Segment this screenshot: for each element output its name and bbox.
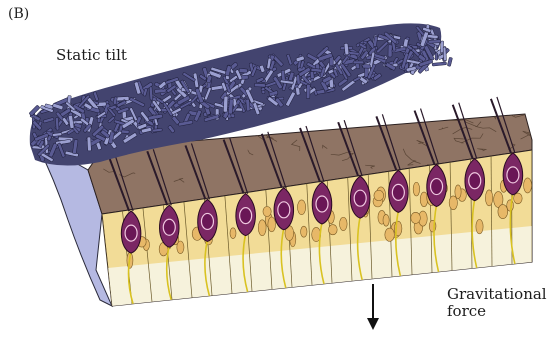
otoconium xyxy=(306,84,310,98)
force-label-line2: force xyxy=(447,303,547,320)
otoconium xyxy=(223,96,228,112)
otoconium xyxy=(254,83,265,87)
gel-crack xyxy=(293,115,312,122)
otoconium xyxy=(447,57,452,66)
force-label: Gravitational force xyxy=(447,286,547,320)
otoconium xyxy=(435,53,438,60)
otoconium xyxy=(310,71,314,79)
otoconium xyxy=(246,99,251,111)
supporting-cell-nucleus xyxy=(258,220,266,236)
otoconium xyxy=(429,40,441,44)
supporting-cell-nucleus xyxy=(374,190,384,201)
otoconium xyxy=(363,65,371,69)
supporting-cell-nucleus xyxy=(411,212,421,223)
state-label: Static tilt xyxy=(56,46,127,64)
supporting-cell-nucleus xyxy=(268,217,276,232)
supporting-cell-nucleus xyxy=(385,228,395,241)
hair-cell-nucleus xyxy=(201,213,213,229)
supporting-cell-nucleus xyxy=(455,185,461,199)
gel-crack xyxy=(371,108,383,113)
gel-crack xyxy=(269,126,280,132)
otoconium xyxy=(443,47,446,61)
hair-cell-nucleus xyxy=(316,196,328,212)
supporting-cell-nucleus xyxy=(485,190,492,206)
supporting-cell-nucleus xyxy=(301,226,307,237)
supporting-cell-nucleus xyxy=(297,200,305,215)
hair-cell-nucleus xyxy=(507,167,519,183)
otoconium xyxy=(55,118,59,131)
otoconium xyxy=(353,61,363,64)
hair-cell-nucleus xyxy=(431,179,443,195)
supporting-cell-nucleus xyxy=(263,206,271,216)
panel-label: (B) xyxy=(8,6,29,22)
hair-cell-nucleus xyxy=(125,225,137,241)
down-arrow-icon xyxy=(367,284,379,330)
supporting-cell-nucleus xyxy=(514,193,523,204)
otoconium xyxy=(388,45,392,57)
supporting-cell-nucleus xyxy=(339,217,347,230)
hair-cell-nucleus xyxy=(354,190,366,206)
supporting-cell-nucleus xyxy=(524,178,532,193)
gel-crack xyxy=(298,113,315,120)
supporting-cell-nucleus xyxy=(383,214,389,226)
supporting-cell-nucleus xyxy=(230,228,236,239)
force-label-line1: Gravitational xyxy=(447,286,547,303)
otoconium xyxy=(239,68,247,73)
supporting-cell-nucleus xyxy=(449,196,457,210)
hair-cell-nucleus xyxy=(278,202,290,218)
hair-cell-nucleus xyxy=(469,173,481,189)
hair-cell-nucleus xyxy=(240,208,252,224)
otoconium xyxy=(87,137,91,151)
hair-cell-nucleus xyxy=(392,184,404,200)
supporting-cell-nucleus xyxy=(476,219,483,233)
supporting-cell-nucleus xyxy=(498,205,508,219)
hair-cell-nucleus xyxy=(163,219,175,235)
otoconium xyxy=(432,62,447,66)
gel-crack xyxy=(402,115,415,119)
supporting-cell-nucleus xyxy=(413,182,419,196)
supporting-cell-nucleus xyxy=(328,225,337,235)
